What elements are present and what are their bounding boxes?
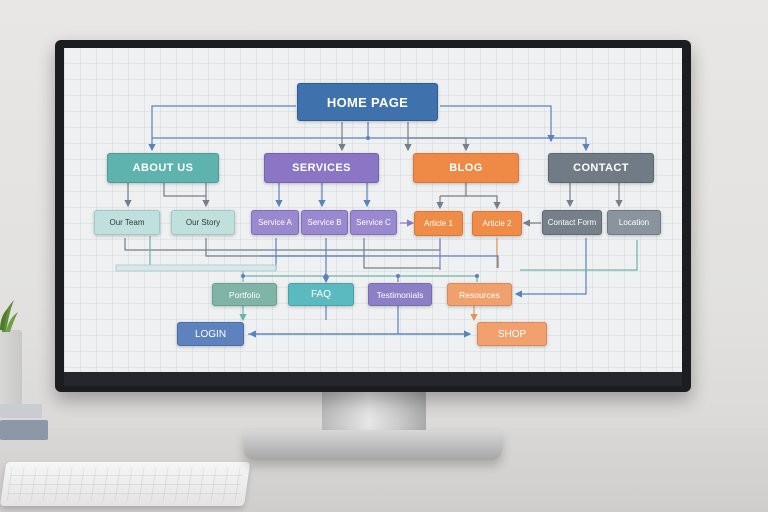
article-1-node[interactable]: Article 1 bbox=[414, 211, 463, 236]
services-node[interactable]: SERVICES bbox=[264, 153, 379, 183]
blog-node[interactable]: BLOG bbox=[413, 153, 519, 183]
location-node[interactable]: Location bbox=[607, 210, 661, 235]
book bbox=[0, 420, 48, 440]
our-story-node[interactable]: Our Story bbox=[171, 210, 235, 235]
monitor-chin bbox=[64, 372, 682, 386]
article-2-node[interactable]: Article 2 bbox=[472, 211, 522, 236]
faq-node[interactable]: FAQ bbox=[288, 283, 354, 306]
service-a-node[interactable]: Service A bbox=[251, 210, 299, 235]
book-stack bbox=[0, 404, 48, 444]
monitor-stand-neck bbox=[322, 388, 426, 438]
resources-node[interactable]: Resources bbox=[447, 283, 512, 306]
login-node[interactable]: LOGIN bbox=[177, 322, 244, 346]
our-team-node[interactable]: Our Team bbox=[94, 210, 160, 235]
about-us-node[interactable]: ABOUT US bbox=[107, 153, 219, 183]
contact-form-node[interactable]: Contact Form bbox=[542, 210, 602, 235]
service-b-node[interactable]: Service B bbox=[301, 210, 348, 235]
book bbox=[0, 404, 42, 418]
testimonials-node[interactable]: Testimonials bbox=[368, 283, 432, 306]
shop-node[interactable]: SHOP bbox=[477, 322, 547, 346]
plant-pot bbox=[0, 330, 22, 408]
service-c-node[interactable]: Service C bbox=[350, 210, 397, 235]
home-page-node[interactable]: HOME PAGE bbox=[297, 83, 438, 121]
plant-leaves-icon bbox=[0, 300, 18, 332]
contact-node[interactable]: CONTACT bbox=[548, 153, 654, 183]
monitor-stand-base bbox=[244, 430, 502, 460]
portfolio-node[interactable]: Portfolio bbox=[212, 283, 277, 306]
